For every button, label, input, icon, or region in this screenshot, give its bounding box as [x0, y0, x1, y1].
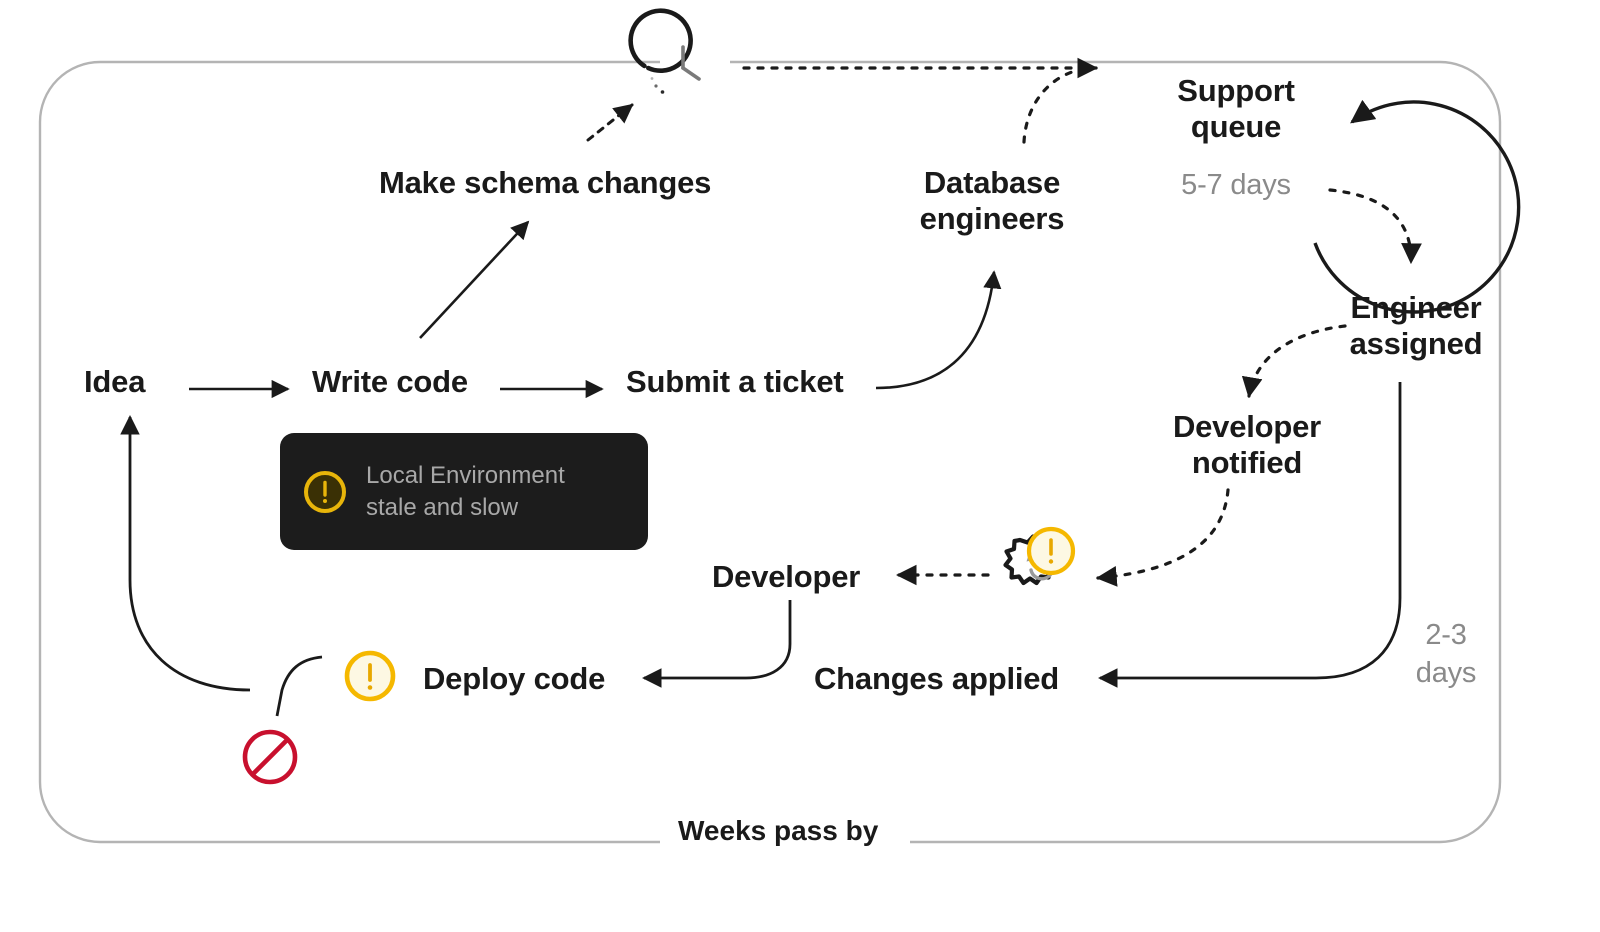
node-changes-applied[interactable]: Changes applied — [814, 661, 1060, 696]
arrow-deploy-code-to-idea-left-segment — [120, 415, 251, 692]
arrow-developer-to-deploy-code — [642, 600, 792, 688]
arrow-engineer-assigned-to-changes-applied — [1098, 382, 1402, 688]
node-engineer-duration: 2-3 days — [1415, 619, 1477, 689]
tooltip-text: Local Environment stale and slow — [366, 462, 565, 521]
frame-border-right — [730, 60, 1502, 844]
arrow-submit-ticket-to-database-engineers — [875, 270, 1002, 390]
node-make-schema-changes[interactable]: Make schema changes — [379, 165, 712, 200]
node-developer[interactable]: Developer — [712, 559, 861, 594]
node-database-engineers[interactable]: Database engineers — [919, 165, 1065, 236]
arrow-dotted-engineer-assigned-to-developer-notified — [1241, 324, 1347, 399]
node-engineer-assigned[interactable]: Engineer assigned — [1349, 290, 1483, 361]
local-environment-tooltip: Local Environment stale and slow — [280, 433, 648, 550]
arrow-deploy-code-to-idea-right-segment — [275, 655, 323, 717]
node-support-queue-duration: 5-7 days — [1181, 169, 1291, 201]
node-developer-notified[interactable]: Developer notified — [1172, 409, 1322, 480]
node-deploy-code[interactable]: Deploy code — [423, 661, 606, 696]
arrow-dotted-database-engineers-to-support-queue — [1022, 66, 1092, 144]
node-support-queue[interactable]: Support queue — [1177, 73, 1295, 144]
warning-icon — [304, 470, 346, 513]
node-submit-ticket[interactable]: Submit a ticket — [626, 364, 844, 399]
node-write-code[interactable]: Write code — [312, 364, 468, 399]
prohibited-icon — [242, 729, 298, 785]
support-queue-loop-arrow — [1313, 99, 1521, 314]
node-idea[interactable]: Idea — [84, 364, 146, 399]
frame-border-main — [38, 60, 660, 844]
clock-icon — [628, 8, 701, 94]
arrow-write-code-to-make-schema — [419, 220, 530, 339]
arrow-dotted-to-clock — [586, 103, 634, 142]
arrow-dotted-support-queue-to-engineer-assigned — [1328, 188, 1422, 265]
arrow-dotted-developer-notified-to-gear — [1095, 488, 1230, 587]
footer-label: Weeks pass by — [660, 815, 897, 848]
warning-icon — [344, 650, 396, 702]
